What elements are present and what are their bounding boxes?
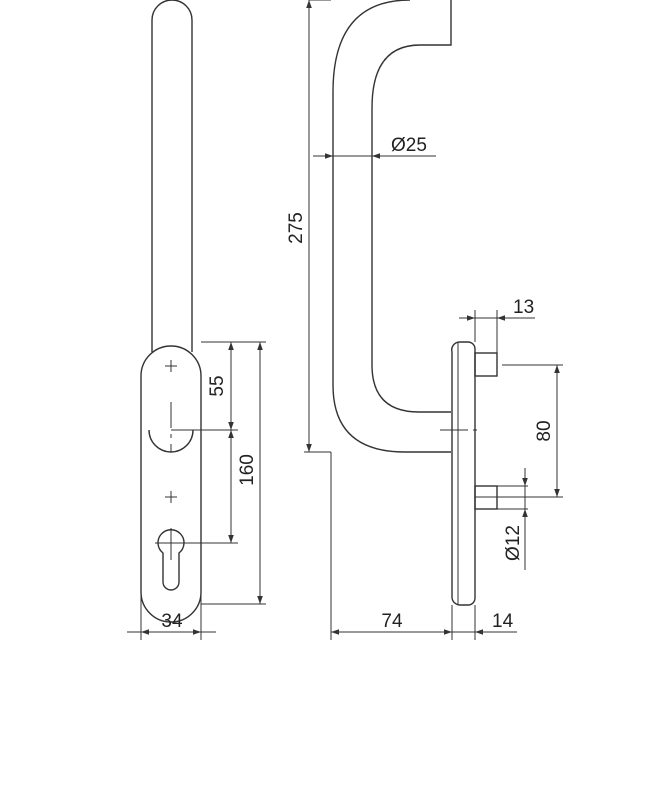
dim-label-160: 160 [237, 454, 258, 486]
dim-label-14: 14 [492, 611, 514, 632]
front-plate-outline [140, 345, 202, 623]
handle-outer-contour [371, 0, 452, 413]
screw-mark-lower [165, 491, 177, 503]
front-view: 55 160 34 [127, 0, 266, 640]
dim-label-diameter-12: Ø12 [503, 525, 524, 561]
dim-label-80: 80 [534, 420, 555, 441]
dim-label-34: 34 [161, 611, 183, 632]
back-plate [451, 341, 476, 606]
front-lever-outline [151, 0, 193, 352]
pin-upper [474, 352, 498, 377]
cylinder-keyhole [157, 529, 185, 591]
dim-label-55: 55 [207, 375, 228, 396]
handle-inner-contour [332, 0, 451, 453]
dim-label-275: 275 [286, 212, 307, 244]
side-view: 275 Ø25 13 80 Ø12 74 14 [286, 0, 563, 640]
screw-mark-upper [165, 360, 177, 372]
dim-label-13: 13 [513, 297, 534, 318]
dim-label-74: 74 [381, 611, 403, 632]
dim-label-diameter-25: Ø25 [391, 135, 427, 156]
